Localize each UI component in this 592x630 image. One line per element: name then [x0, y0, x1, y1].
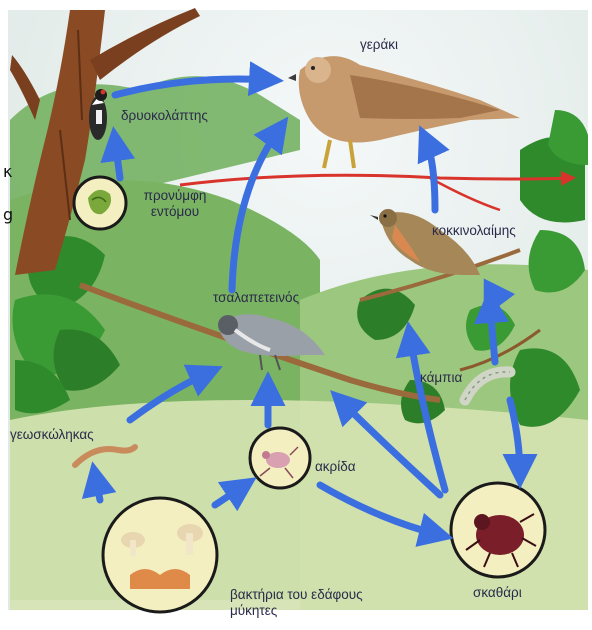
label-decomposers: βακτήρια του εδάφους μύκητες — [230, 587, 400, 618]
beetle-icon — [451, 483, 545, 577]
stray-mark-g: g — [3, 205, 13, 224]
pupa-icon — [74, 177, 126, 229]
label-woodpecker: δρυοκολάπτης — [121, 108, 208, 124]
label-hawk: γεράκι — [360, 37, 398, 53]
label-robin: κοκκινολαίμης — [432, 223, 516, 239]
stray-mark-k: κ — [3, 162, 12, 181]
label-earthworm: γεωσκώληκας — [10, 427, 94, 443]
label-tit: τσαλαπετεινός — [213, 290, 299, 306]
label-grasshopper: ακρίδα — [315, 459, 356, 475]
arrow-pupa-woodpecker — [115, 140, 120, 178]
grasshopper-icon — [250, 428, 310, 488]
label-caterpillar: κάμπια — [420, 370, 462, 386]
mushroom-icon — [103, 498, 217, 612]
label-insect-pupa: προνύμφη εντόμου — [132, 188, 218, 219]
arrow-decomposers-worm — [95, 475, 100, 500]
label-beetle: σκαθάρι — [473, 585, 522, 601]
